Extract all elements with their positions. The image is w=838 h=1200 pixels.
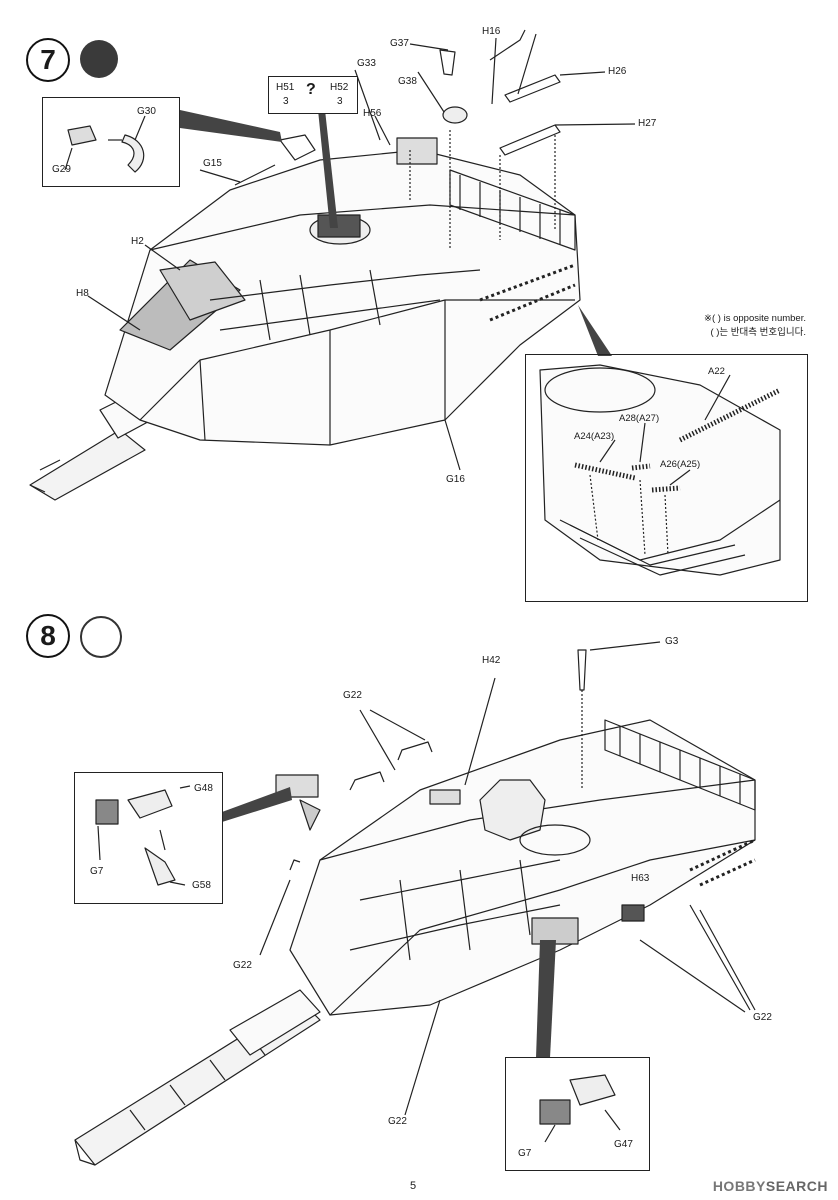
step7-detail-box-right — [525, 354, 808, 602]
part-label: H26 — [608, 66, 627, 77]
step7-detail-box-left — [42, 97, 180, 187]
part-label: G37 — [390, 38, 409, 49]
part-label: G16 — [446, 474, 465, 485]
step8-detail-box-bottom — [505, 1057, 650, 1171]
step-number-text: 8 — [40, 620, 56, 651]
turret-step8-drawing — [74, 641, 756, 1166]
option-label-left: H51 — [276, 82, 295, 93]
note-line-english: ※( ) is opposite number. — [704, 313, 806, 324]
part-label: H8 — [76, 288, 89, 299]
part-label: G22 — [753, 1012, 772, 1023]
part-label: G58 — [192, 880, 211, 891]
step8-detail-box-left — [74, 772, 223, 904]
watermark: HOBBYSEARCH — [713, 1178, 828, 1194]
option-count-right: 3 — [337, 96, 343, 107]
step7-detail-drawing — [64, 115, 782, 576]
step-number-7: 7 — [26, 38, 70, 82]
part-label: G22 — [233, 960, 252, 971]
watermark-brand: HOBBY — [712, 1178, 766, 1194]
cement-glue-icon — [80, 616, 122, 658]
part-label: G48 — [194, 783, 213, 794]
part-label: G3 — [665, 636, 679, 647]
part-label: A22 — [708, 366, 725, 377]
part-label: H2 — [131, 236, 144, 247]
part-label: G22 — [343, 690, 362, 701]
part-label: G7 — [518, 1148, 532, 1159]
note-line-korean: ( )는 반대측 번호입니다. — [710, 327, 806, 338]
part-label: G33 — [357, 58, 376, 69]
page-number: 5 — [410, 1180, 417, 1192]
opposite-number-note: ※( ) is opposite number. ( )는 반대측 번호입니다. — [620, 312, 806, 340]
part-label: H16 — [482, 26, 501, 37]
part-label: G7 — [90, 866, 104, 877]
part-label: H56 — [363, 108, 382, 119]
part-label: G22 — [388, 1116, 407, 1127]
step-number-text: 7 — [40, 44, 56, 75]
part-label: G29 — [52, 164, 71, 175]
part-label: G30 — [137, 106, 156, 117]
part-label: G15 — [203, 158, 222, 169]
step-number-8: 8 — [26, 614, 70, 658]
part-label: A26(A25) — [660, 459, 701, 470]
part-label: H42 — [482, 655, 501, 666]
part-label: H63 — [631, 873, 650, 884]
option-label-right: H52 — [330, 82, 349, 93]
turret-step7-drawing — [29, 29, 636, 501]
cement-glue-icon — [80, 40, 118, 78]
part-label: G47 — [614, 1139, 633, 1150]
option-count-left: 3 — [283, 96, 289, 107]
option-badge — [268, 76, 358, 114]
watermark-suffix: SEARCH — [765, 1178, 828, 1194]
question-icon: ? — [306, 81, 316, 98]
part-label: A24(A23) — [574, 431, 615, 442]
part-label: G38 — [398, 76, 417, 87]
part-label: A28(A27) — [619, 413, 660, 424]
part-label: H27 — [638, 118, 657, 129]
